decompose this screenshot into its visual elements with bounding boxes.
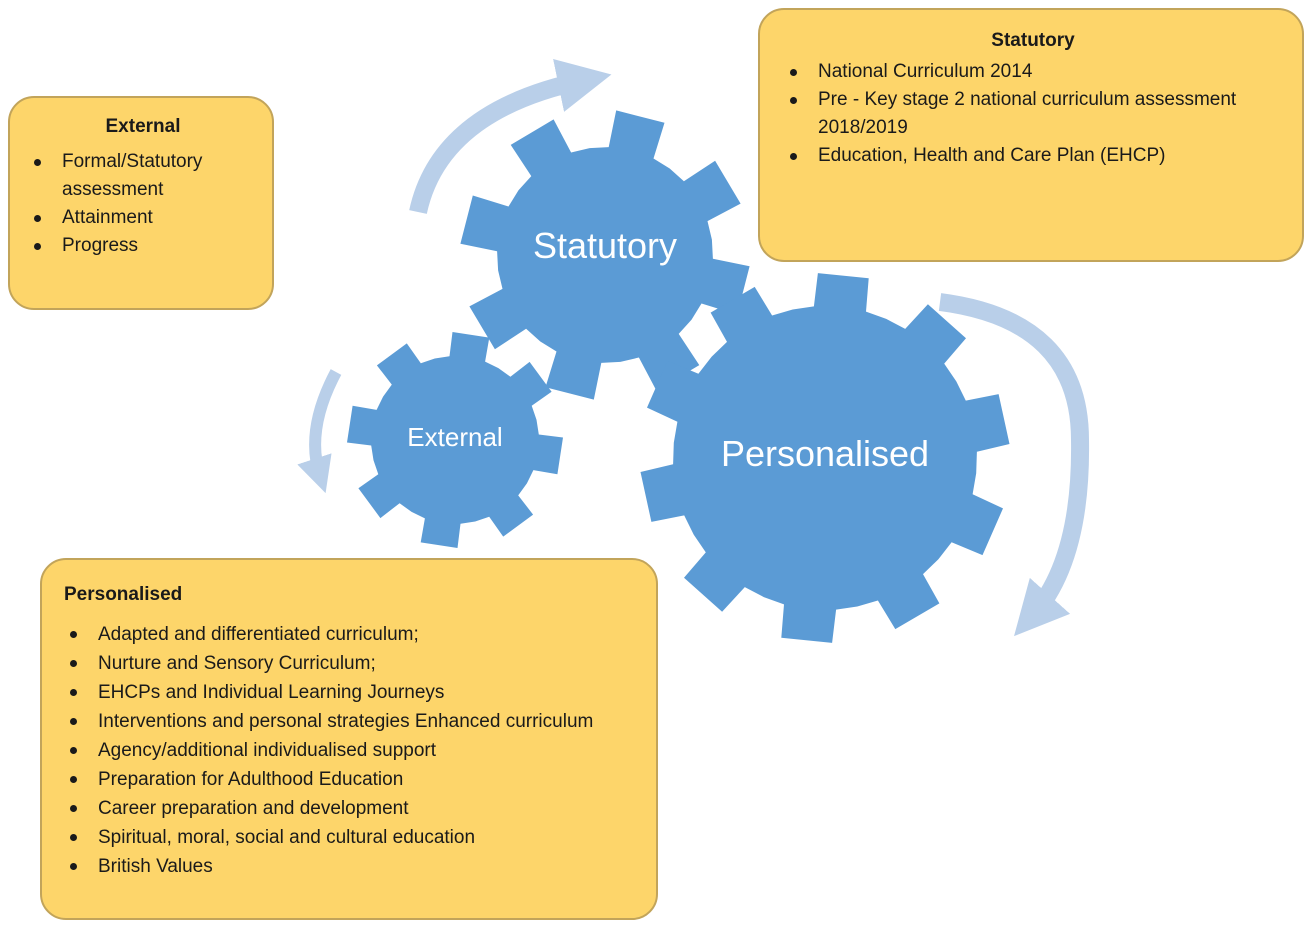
list-item: Nurture and Sensory Curriculum; xyxy=(64,649,636,678)
rotation-arrow-top xyxy=(409,59,612,215)
list-item: Preparation for Adulthood Education xyxy=(64,765,636,794)
statutory-gear xyxy=(460,110,750,400)
list-item: Education, Health and Care Plan (EHCP) xyxy=(784,142,1282,170)
personalised-box-title: Personalised xyxy=(64,584,183,605)
external-gear-label: External xyxy=(407,422,502,452)
personalised-gear xyxy=(640,273,1010,643)
statutory-box-title: Statutory xyxy=(991,30,1075,51)
list-item: EHCPs and Individual Learning Journeys xyxy=(64,678,636,707)
list-item: Interventions and personal strategies En… xyxy=(64,707,636,736)
list-item: British Values xyxy=(64,852,636,881)
rotation-arrow-left xyxy=(297,369,342,494)
list-item: Spiritual, moral, social and cultural ed… xyxy=(64,823,636,852)
list-item: Progress xyxy=(28,232,258,260)
statutory-list: National Curriculum 2014 Pre - Key stage… xyxy=(784,58,1282,170)
list-item: Attainment xyxy=(28,204,258,232)
list-item: Career preparation and development xyxy=(64,794,636,823)
personalised-info-box: Personalised Adapted and differentiated … xyxy=(40,558,658,920)
list-item: Pre - Key stage 2 national curriculum as… xyxy=(784,86,1282,142)
external-info-box: External Formal/Statutory assessment Att… xyxy=(8,96,274,310)
list-item: Formal/Statutory assessment xyxy=(28,148,258,204)
external-list: Formal/Statutory assessment Attainment P… xyxy=(28,148,258,260)
rotation-arrow-right xyxy=(938,293,1090,637)
personalised-list: Adapted and differentiated curriculum; N… xyxy=(64,620,636,881)
statutory-info-box: Statutory National Curriculum 2014 Pre -… xyxy=(758,8,1304,262)
external-gear xyxy=(347,332,563,548)
external-box-title: External xyxy=(105,116,181,137)
list-item: Adapted and differentiated curriculum; xyxy=(64,620,636,649)
list-item: Agency/additional individualised support xyxy=(64,736,636,765)
list-item: National Curriculum 2014 xyxy=(784,58,1282,86)
statutory-gear-label: Statutory xyxy=(533,225,677,266)
personalised-gear-label: Personalised xyxy=(721,433,929,474)
